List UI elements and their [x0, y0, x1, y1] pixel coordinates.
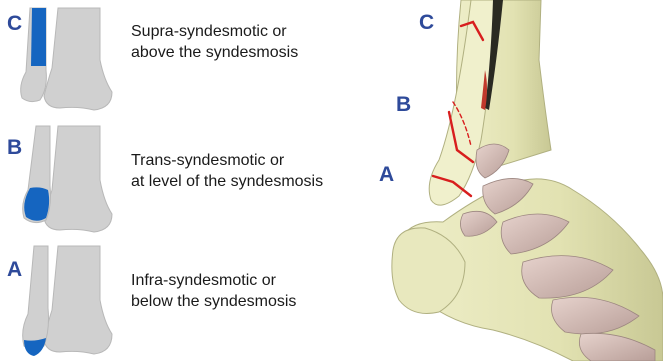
panel-a-fibula	[23, 246, 49, 350]
panel-a-line2: below the syndesmosis	[131, 291, 296, 312]
panel-a-line1: Infra-syndesmotic or	[131, 270, 296, 291]
panel-c-description: Supra-syndesmotic or above the syndesmos…	[131, 21, 298, 63]
ankle-illustration	[373, 0, 663, 361]
panel-b-line2: at level of the syndesmosis	[131, 171, 323, 192]
panel-b-description: Trans-syndesmotic or at level of the syn…	[131, 150, 323, 192]
ligament-1	[476, 144, 509, 178]
panel-b-tibia	[44, 126, 112, 232]
panel-a-bones	[23, 246, 112, 356]
panel-a-letter: A	[7, 258, 22, 282]
illustration-label-c: C	[419, 11, 434, 35]
panel-c-line2: above the syndesmosis	[131, 42, 298, 63]
panel-a-fracture-zone	[24, 338, 46, 356]
panel-c-bones	[21, 8, 112, 110]
panel-b-letter: B	[7, 136, 22, 160]
illustration-label-a: A	[379, 163, 394, 187]
panel-c-tibia	[44, 8, 112, 110]
illustration-label-b: B	[396, 93, 411, 117]
panel-c-line1: Supra-syndesmotic or	[131, 21, 298, 42]
panel-c-letter: C	[7, 12, 22, 36]
panel-b-line1: Trans-syndesmotic or	[131, 150, 323, 171]
panel-a-description: Infra-syndesmotic or below the syndesmos…	[131, 270, 296, 312]
panel-c-fracture-zone	[31, 8, 46, 66]
panel-a-tibia	[44, 246, 112, 354]
bone-schematics	[0, 0, 130, 361]
panel-b-bones	[23, 126, 112, 232]
panel-b-fracture-zone	[24, 187, 49, 220]
